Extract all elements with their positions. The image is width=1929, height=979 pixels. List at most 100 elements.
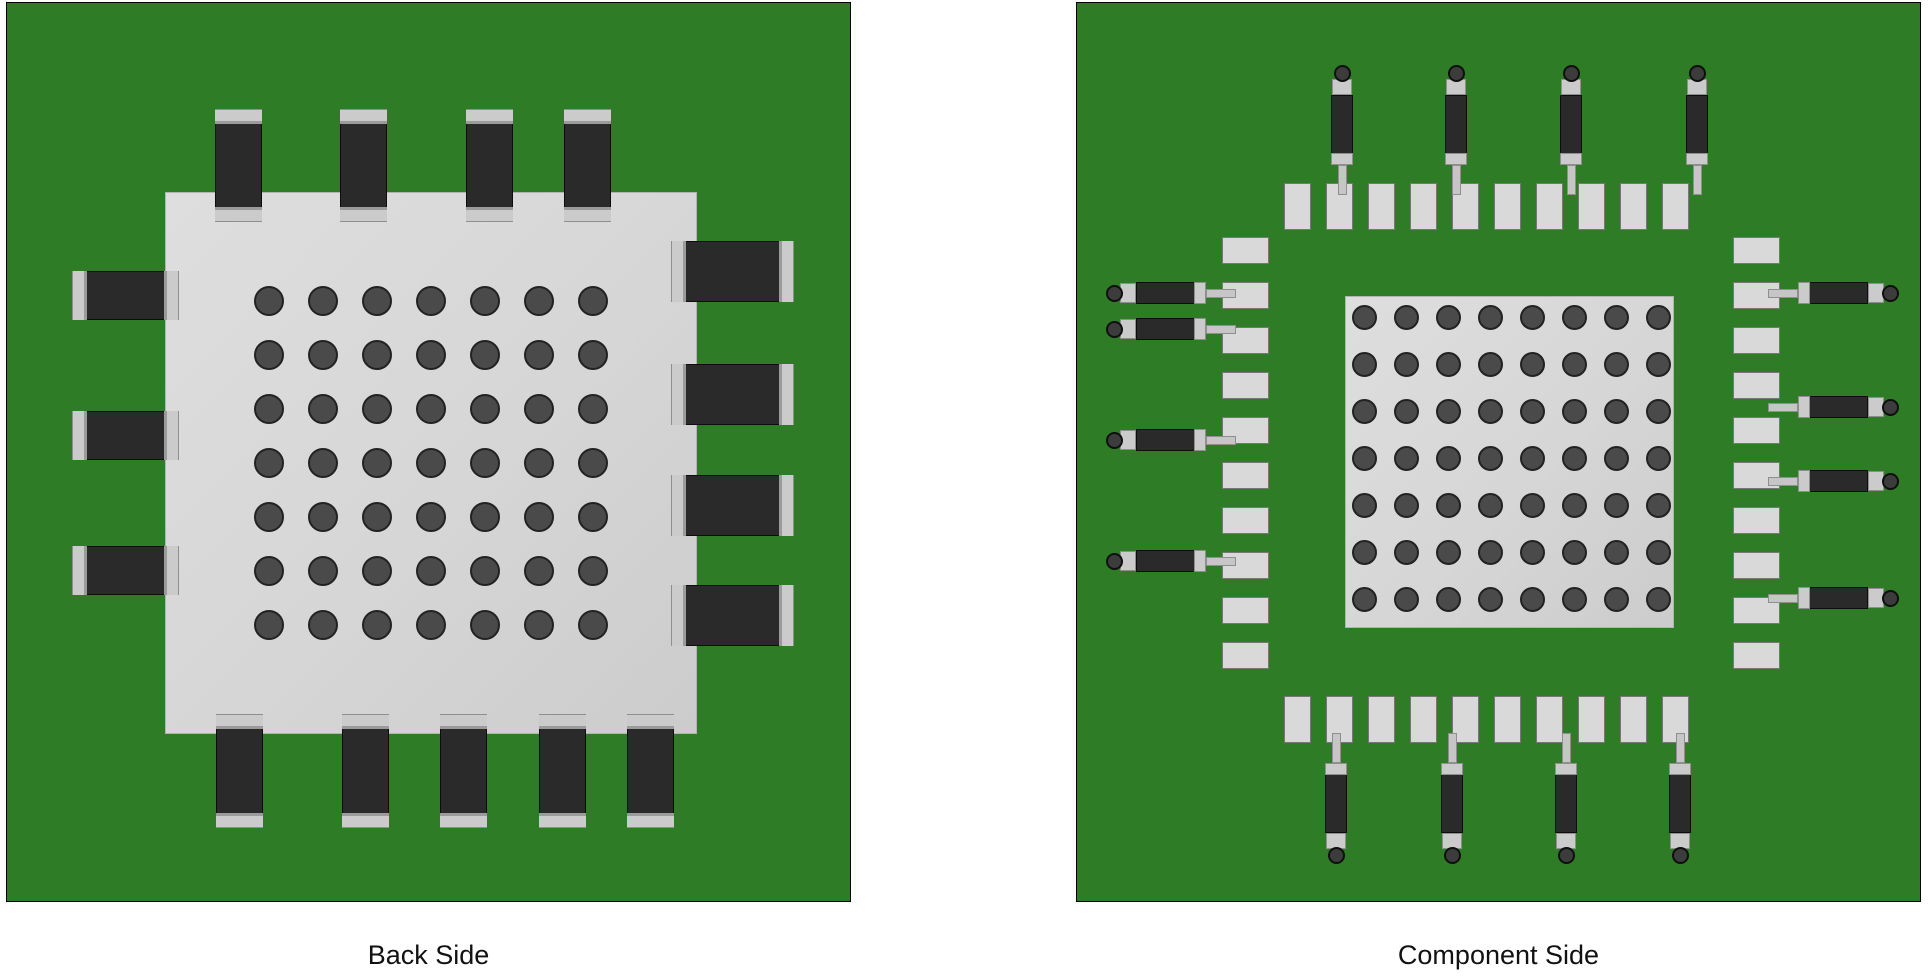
resistor-lead xyxy=(1566,165,1576,195)
component-cap xyxy=(466,109,513,124)
resistor-band xyxy=(1798,587,1810,609)
smd-component xyxy=(671,364,794,425)
component-side-label: Component Side xyxy=(1397,940,1600,970)
resistor-lead xyxy=(1561,733,1571,763)
via-dot xyxy=(1435,351,1461,377)
lead-circle xyxy=(1105,320,1123,338)
via-dot xyxy=(254,610,284,640)
smd-pad xyxy=(1284,183,1311,230)
via-dot xyxy=(1351,586,1377,612)
via-dot xyxy=(1435,539,1461,565)
lead-circle xyxy=(1562,64,1580,82)
via-dot xyxy=(1351,398,1377,424)
resistor-band xyxy=(1560,153,1582,165)
resistor-band xyxy=(1445,153,1467,165)
smd-pad xyxy=(1368,696,1395,743)
via-dot xyxy=(1519,492,1545,518)
via-dot xyxy=(254,448,284,478)
resistor-band xyxy=(1194,429,1206,451)
via-dot xyxy=(1519,445,1545,471)
via-dot xyxy=(1435,586,1461,612)
resistor-lead xyxy=(1206,556,1236,566)
component-cap xyxy=(340,207,387,222)
resistor-lead xyxy=(1451,165,1461,195)
via-dot xyxy=(362,286,392,316)
via-dot xyxy=(1477,351,1503,377)
via-dot xyxy=(1477,445,1503,471)
lead-circle xyxy=(1881,398,1899,416)
via-dot xyxy=(1477,539,1503,565)
smd-pad xyxy=(1284,696,1311,743)
component-cap xyxy=(779,475,794,536)
smd-pad xyxy=(1494,696,1521,743)
component-cap xyxy=(72,271,87,320)
smd-component xyxy=(671,475,794,536)
smd-pad xyxy=(1733,237,1780,264)
resistor-band xyxy=(1194,550,1206,572)
via-dot xyxy=(1393,539,1419,565)
via-dot xyxy=(362,610,392,640)
via-dot xyxy=(1603,351,1629,377)
smd-pad xyxy=(1662,696,1689,743)
via-dot xyxy=(1519,304,1545,330)
smd-pad xyxy=(1578,183,1605,230)
lead-circle xyxy=(1671,846,1689,864)
lead-circle xyxy=(1688,64,1706,82)
via-dot xyxy=(1519,586,1545,612)
resistor-band xyxy=(1798,396,1810,418)
via-dot xyxy=(308,286,338,316)
smd-pad xyxy=(1733,507,1780,534)
via-dot xyxy=(524,448,554,478)
via-dot xyxy=(416,502,446,532)
smd-component xyxy=(671,241,794,302)
via-dot xyxy=(1393,398,1419,424)
via-dot xyxy=(1603,492,1629,518)
smd-pad xyxy=(1494,183,1521,230)
via-dot xyxy=(1393,351,1419,377)
smd-component xyxy=(216,714,263,828)
via-dot xyxy=(1477,398,1503,424)
via-dot xyxy=(524,286,554,316)
via-dot xyxy=(524,610,554,640)
smd-component xyxy=(539,714,586,828)
via-dot xyxy=(254,502,284,532)
via-dot xyxy=(308,610,338,640)
lead-circle xyxy=(1557,846,1575,864)
lead-circle xyxy=(1881,472,1899,490)
via-dot xyxy=(1435,492,1461,518)
resistor-lead xyxy=(1337,165,1347,195)
lead-circle xyxy=(1881,284,1899,302)
via-dot xyxy=(1519,539,1545,565)
component-cap xyxy=(564,207,611,222)
component-cap xyxy=(466,207,513,222)
via-dot xyxy=(1561,304,1587,330)
via-dot xyxy=(1561,398,1587,424)
via-dot xyxy=(1645,304,1671,330)
smd-component xyxy=(215,109,262,222)
via-dot xyxy=(1603,445,1629,471)
smd-pad xyxy=(1222,597,1269,624)
via-dot xyxy=(1645,586,1671,612)
via-dot xyxy=(1351,304,1377,330)
component-cap xyxy=(340,109,387,124)
smd-component xyxy=(340,109,387,222)
via-dot xyxy=(416,556,446,586)
smd-pad xyxy=(1452,696,1479,743)
smd-pad xyxy=(1222,507,1269,534)
via-dot xyxy=(1561,539,1587,565)
via-dot xyxy=(308,448,338,478)
resistor-band xyxy=(1325,763,1347,775)
via-dot xyxy=(578,394,608,424)
smd-pad xyxy=(1733,372,1780,399)
via-dot xyxy=(1561,586,1587,612)
smd-pad xyxy=(1410,696,1437,743)
resistor-lead xyxy=(1692,165,1702,195)
component-cap xyxy=(216,714,263,729)
via-dot xyxy=(1561,445,1587,471)
via-dot xyxy=(1645,351,1671,377)
via-dot xyxy=(1603,304,1629,330)
via-dot xyxy=(1393,445,1419,471)
smd-pad xyxy=(1662,183,1689,230)
via-dot xyxy=(470,502,500,532)
via-dot xyxy=(1351,445,1377,471)
